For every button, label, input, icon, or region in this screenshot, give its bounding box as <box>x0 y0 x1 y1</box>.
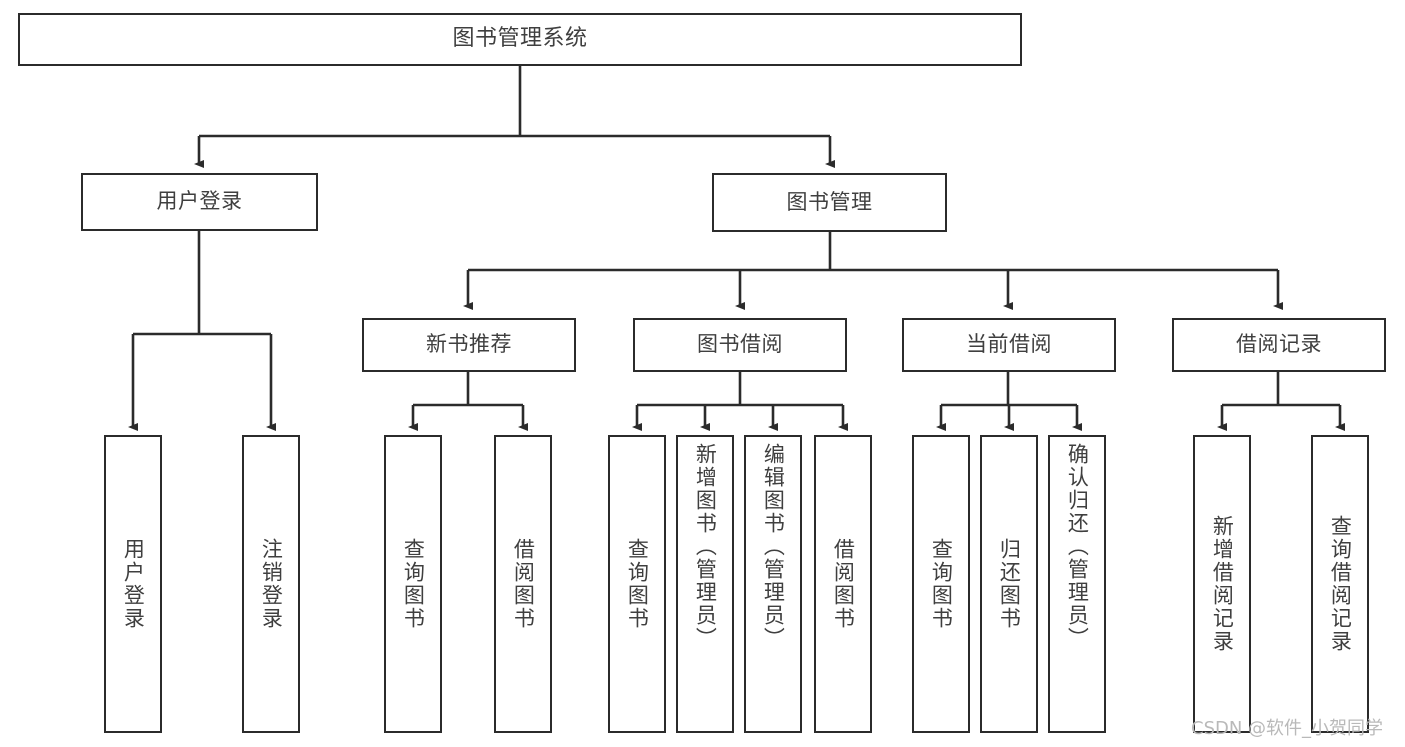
node-label: 用户登录 <box>121 538 146 630</box>
node-label: 用户登录 <box>156 189 243 214</box>
node-label: 归还图书 <box>997 538 1022 630</box>
leaf-record-add-borrow-record[interactable]: 新增借阅记录 <box>1193 435 1251 733</box>
leaf-current-confirm-return-admin[interactable]: 确认归还（管理员） <box>1048 435 1106 733</box>
leaf-current-query-book[interactable]: 查询图书 <box>912 435 970 733</box>
node-label: 图书借阅 <box>697 332 783 357</box>
node-book-borrow[interactable]: 图书借阅 <box>633 318 847 372</box>
node-borrow-record[interactable]: 借阅记录 <box>1172 318 1386 372</box>
node-root-book-management-system[interactable]: 图书管理系统 <box>18 13 1022 66</box>
node-label: 借阅记录 <box>1236 332 1322 357</box>
node-label: 图书管理系统 <box>452 26 588 52</box>
node-label: 注销登录 <box>259 538 284 630</box>
node-label: 当前借阅 <box>966 332 1052 357</box>
leaf-borrow-borrow-book[interactable]: 借阅图书 <box>814 435 872 733</box>
node-label: 借阅图书 <box>511 538 536 630</box>
leaf-current-return-book[interactable]: 归还图书 <box>980 435 1038 733</box>
node-book-management[interactable]: 图书管理 <box>712 173 947 232</box>
node-label: 查询图书 <box>401 538 426 630</box>
leaf-borrow-edit-book-admin[interactable]: 编辑图书（管理员） <box>744 435 802 733</box>
node-label: 查询图书 <box>929 538 954 630</box>
node-label: 新书推荐 <box>426 332 512 357</box>
node-label: 确认归还（管理员） <box>1065 443 1090 650</box>
node-label: 新增借阅记录 <box>1210 515 1235 653</box>
node-label: 新增图书（管理员） <box>693 443 718 650</box>
leaf-recommend-borrow-book[interactable]: 借阅图书 <box>494 435 552 733</box>
leaf-recommend-query-book[interactable]: 查询图书 <box>384 435 442 733</box>
leaf-user-login[interactable]: 用户登录 <box>104 435 162 733</box>
node-label: 查询借阅记录 <box>1328 515 1353 653</box>
node-label: 查询图书 <box>625 538 650 630</box>
node-new-book-recommend[interactable]: 新书推荐 <box>362 318 576 372</box>
node-label: 借阅图书 <box>831 538 856 630</box>
node-current-borrow[interactable]: 当前借阅 <box>902 318 1116 372</box>
node-label: 编辑图书（管理员） <box>761 443 786 650</box>
leaf-record-query-borrow-record[interactable]: 查询借阅记录 <box>1311 435 1369 733</box>
leaf-borrow-query-book[interactable]: 查询图书 <box>608 435 666 733</box>
leaf-logout[interactable]: 注销登录 <box>242 435 300 733</box>
leaf-borrow-add-book-admin[interactable]: 新增图书（管理员） <box>676 435 734 733</box>
node-user-login[interactable]: 用户登录 <box>81 173 318 231</box>
csdn-watermark: CSDN @软件_小贺同学 <box>1191 718 1384 739</box>
node-label: 图书管理 <box>786 189 873 214</box>
